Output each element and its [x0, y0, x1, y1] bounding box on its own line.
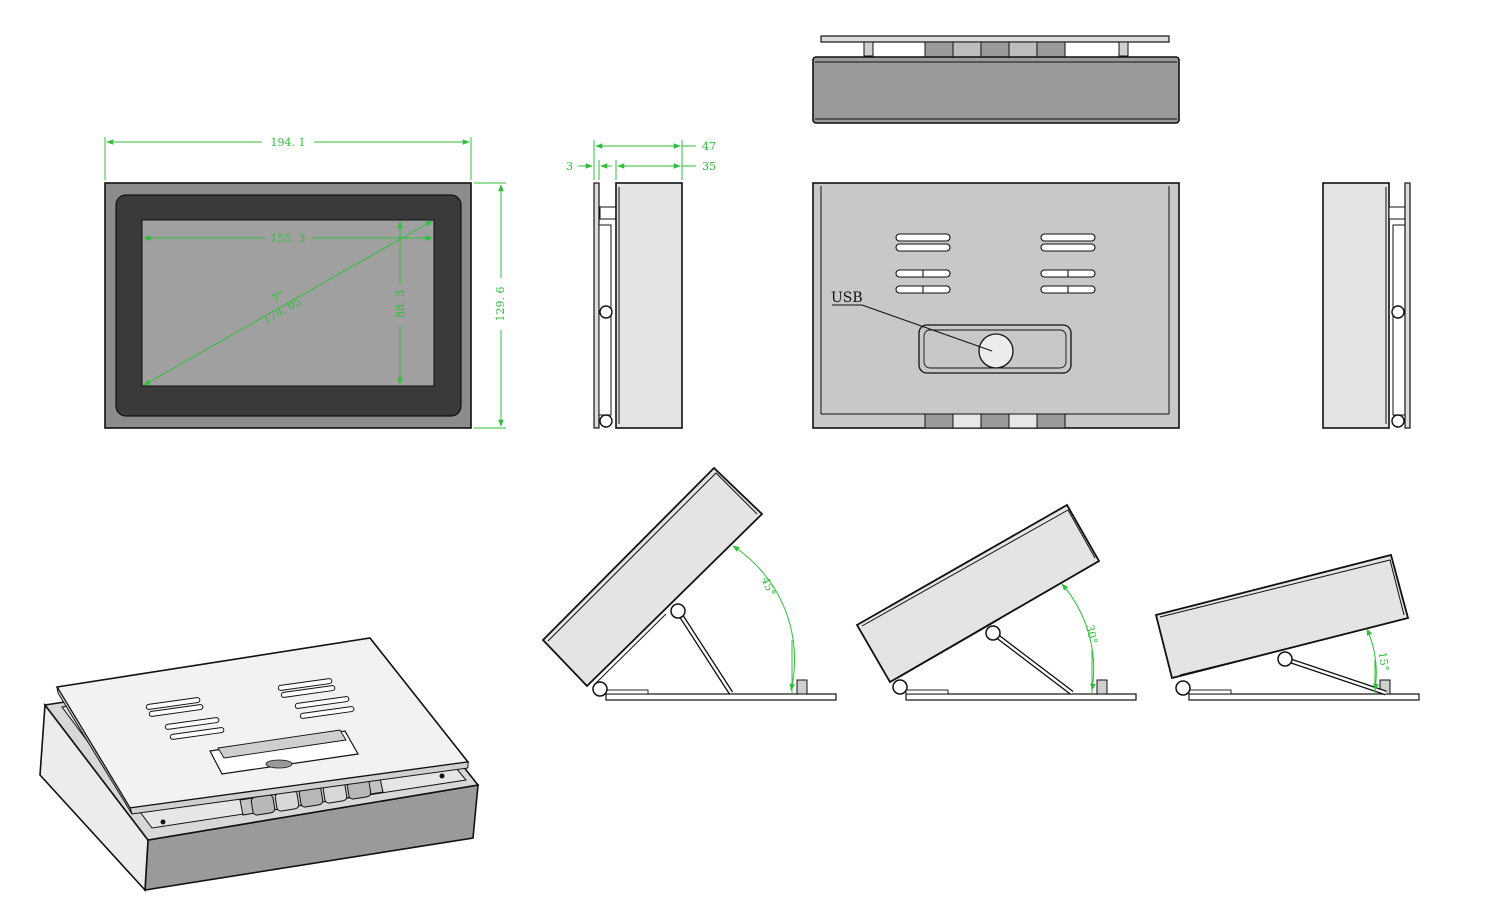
tilt-45-view: 45° [541, 466, 837, 701]
screen-size-label: 7" [270, 288, 287, 305]
top-plate [820, 35, 1170, 43]
side-hinge-top [599, 305, 613, 319]
top-pin-left [863, 41, 874, 57]
side-plate [593, 182, 600, 429]
isometric-view [39, 637, 480, 892]
tilt-45-body [541, 466, 764, 688]
angle-45-label: 45° [758, 575, 778, 598]
screen-height-label: 88. 3 [394, 290, 407, 318]
tilt-30-view: 30° [855, 503, 1137, 701]
side-view: 47 3 35 [566, 140, 716, 429]
iso-hinge [239, 777, 384, 816]
side-body [615, 182, 683, 429]
rear-view: USB [812, 182, 1180, 429]
overall-height-label: 129. 6 [494, 287, 507, 322]
top-hinge [924, 41, 1066, 58]
right-hinge-top [1391, 305, 1405, 319]
right-plate [1404, 182, 1411, 429]
overall-width-label: 194. 1 [271, 136, 306, 149]
tilt-15-view: 15° [1154, 553, 1420, 701]
rear-body [812, 182, 1180, 429]
right-bracket [1392, 224, 1406, 416]
depth-total-label: 47 [702, 140, 716, 153]
right-body [1322, 182, 1390, 429]
tilt-30-body [855, 503, 1101, 684]
side-bracket [598, 224, 612, 416]
rear-hinge [924, 413, 1066, 429]
angle-30-label: 30° [1083, 623, 1100, 645]
top-pin-right [1118, 41, 1129, 57]
tilt-15-body [1154, 553, 1410, 680]
rear-vents [895, 233, 1096, 294]
angle-15-label: 15° [1376, 651, 1392, 672]
front-view: 194. 1 155. 3 88. 3 7" 178. 05 129. 6 [104, 136, 507, 429]
right-side-view [1322, 182, 1411, 429]
usb-label: USB [831, 290, 863, 306]
iso-plate-vents [145, 678, 355, 740]
top-view [812, 35, 1180, 124]
side-hinge-bottom [599, 414, 613, 428]
body-depth-label: 35 [702, 160, 716, 173]
right-pin [1388, 206, 1406, 220]
top-body [812, 56, 1180, 124]
right-hinge-bottom [1391, 414, 1405, 428]
screen-width-label: 155. 3 [271, 232, 306, 245]
side-pin [599, 206, 617, 220]
plate-thickness-label: 3 [566, 160, 573, 173]
usb-port-icon [978, 333, 1014, 369]
